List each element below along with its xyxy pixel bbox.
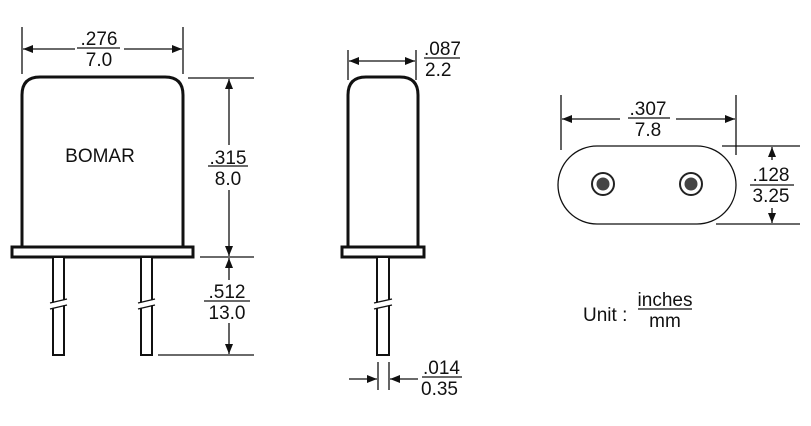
lead-diameter-dimension: .014 0.35 [349,358,462,400]
body-height-inches: .315 [210,148,247,169]
width-inches: .276 [81,29,118,50]
length-dimension: .307 7.8 [560,95,737,155]
lead-diameter-inches: .014 [423,358,460,379]
body-height-dimension: .315 8.0 [188,77,254,258]
width-bottom-inches: .128 [753,165,790,186]
pin-hole-right [679,172,703,196]
unit-mm: mm [649,311,681,332]
unit-legend: Unit : inches mm [583,290,692,332]
unit-inches: inches [638,290,693,311]
width-mm: 7.0 [86,50,112,71]
length-inches: .307 [630,99,667,120]
lead-diameter-mm: 0.35 [421,379,458,400]
lead-break-marks [49,299,156,309]
pin-hole-left [591,172,615,196]
base-flange-side [340,245,426,259]
base-flange [10,245,195,259]
front-view: BOMAR .276 7.0 .315 8.0 .512 [10,27,254,356]
brand-label: BOMAR [65,146,135,167]
width-dimension-bottom: .128 3.25 [716,145,800,225]
base-outline [557,145,737,225]
thickness-dimension: .087 2.2 [347,39,461,81]
lead-length-inches: .512 [209,282,246,303]
width-dimension: .276 7.0 [21,27,184,74]
unit-label: Unit : [583,305,627,326]
lead-length-dimension: .512 13.0 [158,258,254,356]
side-view: .087 2.2 .014 0.35 [340,39,462,400]
thickness-mm: 2.2 [425,60,451,81]
lead-length-mm: 13.0 [209,303,246,324]
length-mm: 7.8 [635,120,661,141]
bottom-view: .307 7.8 .128 3.25 [557,95,800,225]
crystal-body-side [346,75,420,247]
width-bottom-mm: 3.25 [753,186,790,207]
break-lines [49,298,156,310]
body-height-mm: 8.0 [215,169,241,190]
thickness-inches: .087 [424,39,461,60]
crystal-body [20,75,185,247]
